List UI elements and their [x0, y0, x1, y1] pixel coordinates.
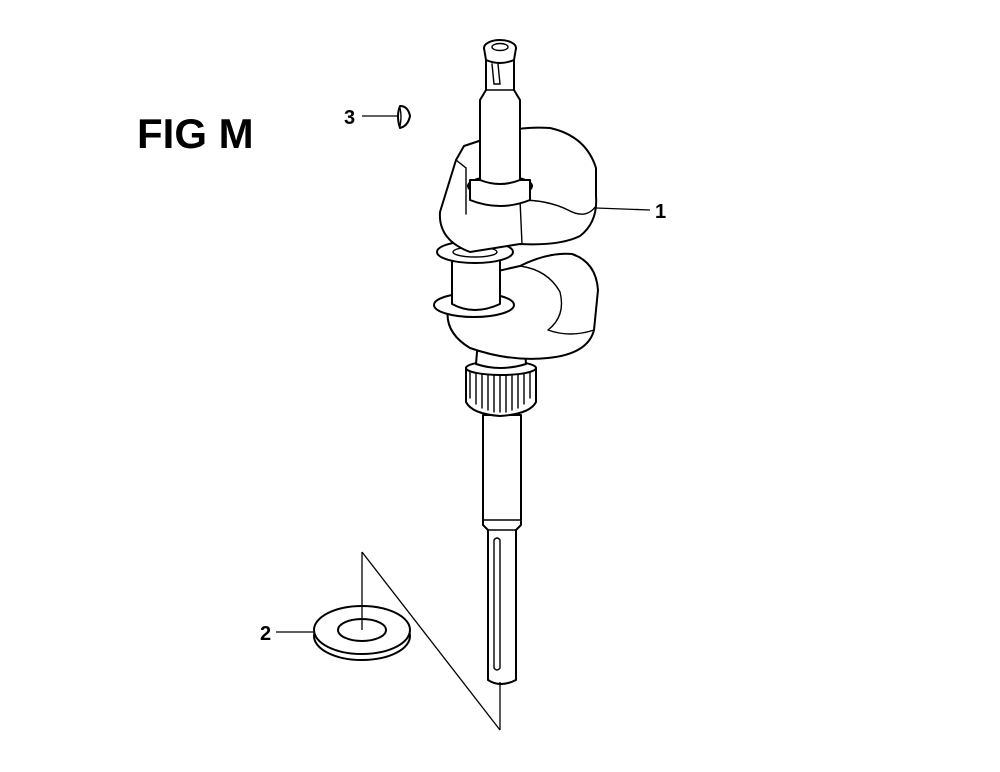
figure-title: FIG M: [137, 110, 254, 157]
crankshaft-part: [433, 39, 599, 685]
assembly-leader-lines: [361, 551, 501, 731]
callout-label-3: 3: [344, 107, 355, 129]
key-part: [397, 105, 411, 129]
callout-label-1: 1: [655, 201, 666, 223]
callout-2: 2: [260, 623, 314, 645]
callout-1: 1: [595, 201, 666, 223]
callout-3: 3: [344, 107, 398, 129]
callout-label-2: 2: [260, 623, 271, 645]
